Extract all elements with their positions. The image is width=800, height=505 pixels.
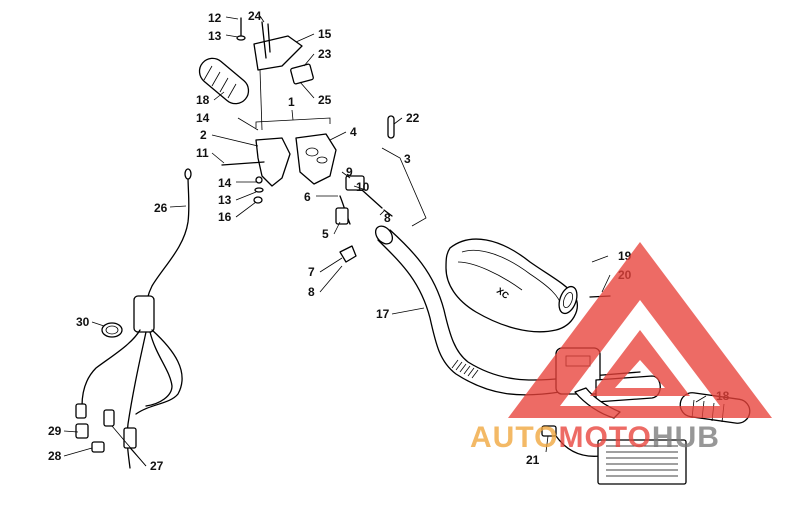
callout-2: 2	[200, 128, 207, 142]
callout-12: 12	[208, 11, 222, 25]
callout-brackets	[255, 109, 427, 227]
callout-16: 16	[218, 210, 232, 224]
callout-18: 18	[196, 93, 210, 107]
watermark-hub: HUB	[652, 421, 720, 454]
callout-10: 10	[356, 180, 370, 194]
callout-23: 23	[318, 47, 332, 61]
callout-3: 3	[404, 152, 411, 166]
switch-connector	[541, 425, 687, 485]
callout-26: 26	[154, 201, 168, 215]
upper-bracket	[236, 17, 314, 131]
callout-8: 8	[384, 211, 391, 225]
callout-25: 25	[318, 93, 332, 107]
callout-9: 9	[346, 165, 353, 179]
callout-1: 1	[288, 95, 295, 109]
callout-28: 28	[48, 449, 62, 463]
watermark-moto: MOTO	[558, 421, 651, 454]
watermark-auto: AUTO	[470, 421, 558, 454]
callout-13: 13	[208, 29, 222, 43]
cable-harness	[75, 168, 192, 469]
callout-11: 11	[196, 146, 209, 160]
callout-29: 29	[48, 424, 62, 438]
callout-7: 7	[308, 265, 315, 279]
callout-24: 24	[248, 9, 262, 23]
left-grip	[198, 57, 250, 105]
callout-14: 14	[196, 111, 210, 125]
callout-17: 17	[376, 307, 390, 321]
handlebar	[374, 225, 641, 396]
callout-14b: 14	[218, 176, 232, 190]
callout-27: 27	[150, 459, 164, 473]
callout-8b: 8	[308, 285, 315, 299]
callout-21: 21	[526, 453, 540, 467]
callout-4: 4	[350, 125, 357, 139]
watermark-triangle-icon	[508, 242, 772, 418]
svg-text:AUTOMOTOHUB: AUTOMOTOHUB	[470, 421, 720, 454]
brake-assembly	[221, 115, 395, 263]
callout-22: 22	[406, 111, 420, 125]
callout-15: 15	[318, 27, 332, 41]
watermark: AUTOMOTOHUB	[470, 242, 772, 454]
callout-6: 6	[304, 190, 311, 204]
callout-13b: 13	[218, 193, 232, 207]
callout-5: 5	[322, 227, 329, 241]
watermark-inner-triangle-icon	[590, 330, 690, 396]
callout-30: 30	[76, 315, 90, 329]
leader-lines	[63, 15, 707, 467]
